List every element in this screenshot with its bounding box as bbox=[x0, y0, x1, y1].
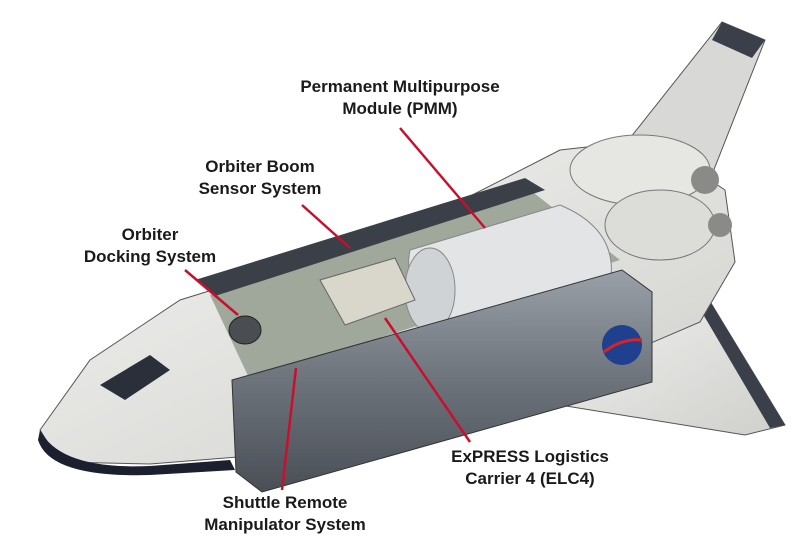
label-line: Docking System bbox=[83, 247, 217, 266]
docking-system bbox=[228, 315, 262, 345]
label-ods: Orbiter Docking System bbox=[70, 224, 230, 268]
leader-lines bbox=[184, 127, 486, 491]
nasa-swoosh bbox=[603, 338, 643, 354]
label-line: Carrier 4 (ELC4) bbox=[465, 469, 595, 488]
label-line: Manipulator System bbox=[204, 515, 366, 534]
tail-edge bbox=[712, 22, 765, 58]
obss-leader-line bbox=[301, 204, 351, 249]
lower-bay-door bbox=[231, 269, 653, 493]
label-line: Sensor System bbox=[198, 179, 322, 198]
nose-underside bbox=[38, 430, 235, 476]
ods-leader-line bbox=[184, 269, 239, 316]
main-engine bbox=[691, 166, 719, 194]
upper-bay-door bbox=[195, 178, 545, 296]
label-line: Permanent Multipurpose bbox=[300, 77, 500, 96]
label-line: Orbiter Boom bbox=[205, 157, 315, 176]
elc4-carrier bbox=[319, 257, 416, 326]
label-srms: Shuttle Remote Manipulator System bbox=[195, 492, 375, 536]
label-line: ExPRESS Logistics bbox=[451, 447, 609, 466]
label-line: Shuttle Remote bbox=[222, 493, 348, 512]
cockpit-windows bbox=[100, 355, 170, 400]
wing-leading-edge bbox=[690, 285, 785, 428]
pmm-leader-line bbox=[399, 127, 486, 229]
elc4-leader-line bbox=[383, 317, 472, 443]
main-engine bbox=[708, 213, 732, 237]
srms-leader-line bbox=[280, 367, 298, 491]
label-pmm: Permanent Multipurpose Module (PMM) bbox=[280, 76, 520, 120]
nasa-logo bbox=[602, 325, 642, 365]
label-line: Module (PMM) bbox=[342, 99, 458, 118]
oms-pod bbox=[604, 189, 716, 261]
label-obss: Orbiter Boom Sensor System bbox=[180, 156, 340, 200]
label-elc4: ExPRESS Logistics Carrier 4 (ELC4) bbox=[440, 446, 620, 490]
label-line: Orbiter bbox=[121, 225, 179, 244]
